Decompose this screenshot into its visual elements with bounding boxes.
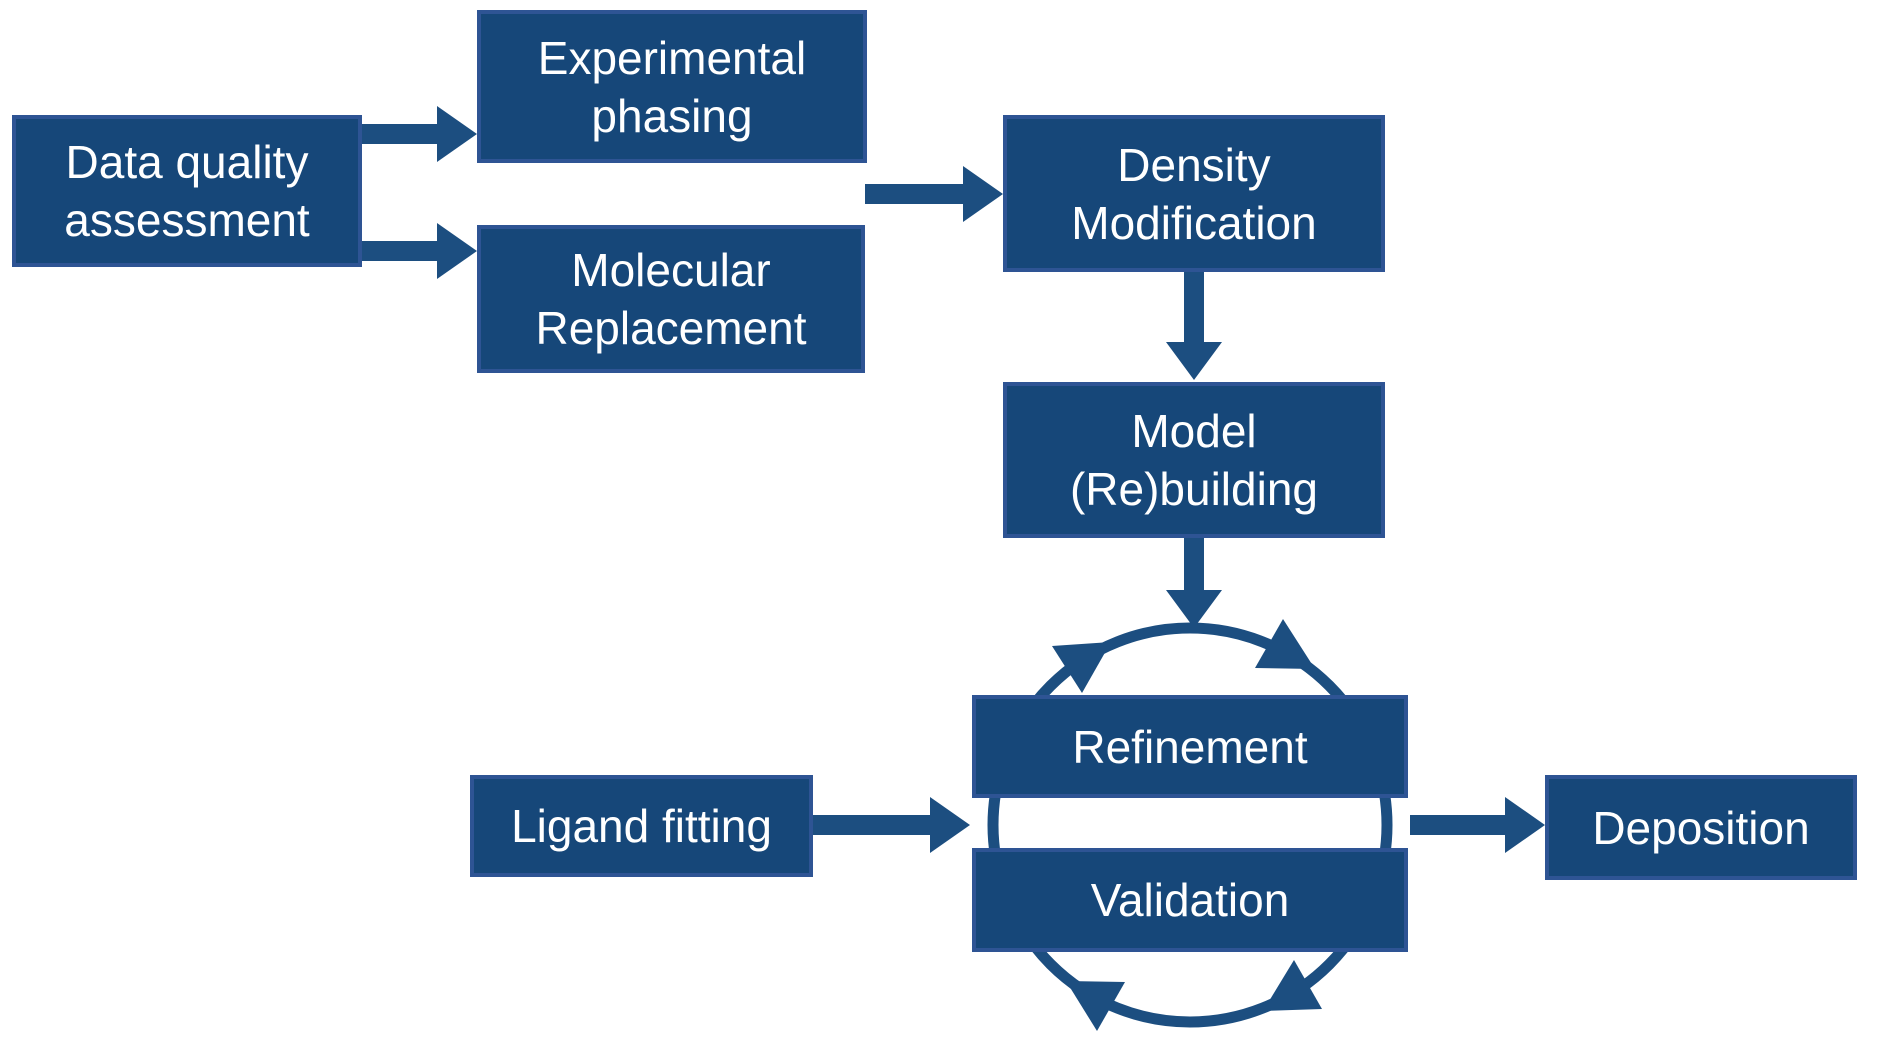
node-label-line: Deposition [1592,801,1810,854]
arrow-phasing-to-density-modification [865,166,1003,222]
node-refinement: Refinement [972,695,1408,798]
cycle-arrowhead-nw-icon [1052,642,1111,693]
node-label-line: Ligand fitting [511,800,772,852]
node-label-line: Modification [1071,196,1317,249]
node-label-line: (Re)building [1069,463,1318,515]
node-label-line: Data quality [65,136,309,188]
node-label-line: assessment [64,194,310,246]
node-label-line: Density [1117,138,1271,191]
node-label-line: Replacement [535,302,807,354]
arrow-data-quality-to-molecular-replacement [362,223,477,279]
cycle-circle [987,622,1393,1028]
node-label-line: Model [1131,405,1257,457]
node-data-quality-assessment: Data quality assessment [12,115,362,267]
arrow-density-modification-to-model-rebuilding [1166,272,1222,380]
cycle-arrowhead-ne-icon [1255,619,1315,669]
node-label-line: Experimental [537,31,807,84]
node-molecular-replacement: Molecular Replacement [477,225,865,373]
node-model-rebuilding: Model (Re)building [1003,382,1385,538]
cycle-arrowhead-se-icon [1263,960,1322,1011]
node-label-line: Validation [1090,874,1290,926]
node-label-line: phasing [591,89,753,142]
cycle-arrowhead-sw-icon [1066,981,1125,1031]
arrow-ligand-fitting-to-cycle [813,797,970,853]
node-experimental-phasing: Experimental phasing [477,10,867,163]
node-label-line: Molecular [571,244,771,296]
arrow-data-quality-to-experimental-phasing [362,106,477,162]
arrow-cycle-to-deposition [1410,797,1545,853]
node-validation: Validation [972,848,1408,952]
node-deposition: Deposition [1545,775,1857,880]
node-ligand-fitting: Ligand fitting [470,775,813,877]
node-density-modification: Density Modification [1003,115,1385,272]
node-label-line: Refinement [1072,720,1308,773]
arrow-model-rebuilding-to-cycle [1166,538,1222,628]
